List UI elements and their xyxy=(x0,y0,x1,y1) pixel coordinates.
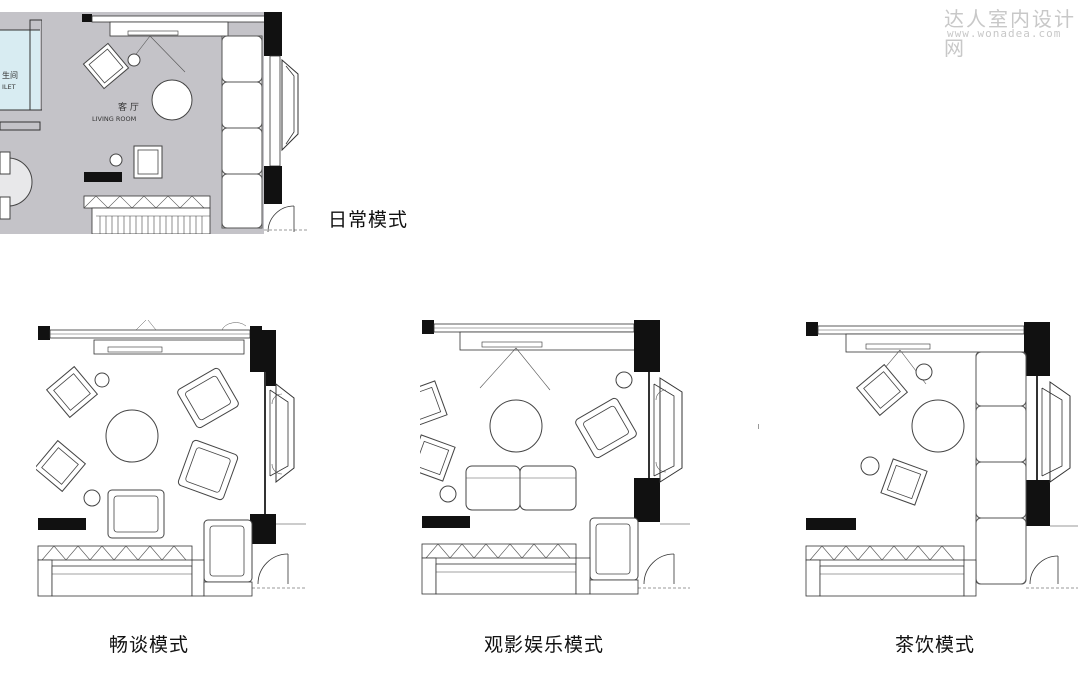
tea-mode-floor-plan xyxy=(805,322,1078,597)
daily-side-label-cn: 生间 xyxy=(2,70,18,80)
chat-mode-caption: 畅谈模式 xyxy=(109,634,190,656)
stray-mark xyxy=(758,424,759,429)
watermark-site-name: 达人室内设计网 xyxy=(944,7,1076,60)
daily-side-label-en: ILET xyxy=(2,83,16,91)
movie-mode-floor-plan xyxy=(420,320,690,595)
movie-mode-caption: 观影娱乐模式 xyxy=(484,634,605,656)
daily-mode-floor-plan: 客 厅 LIVING ROOM 生间 ILET xyxy=(0,12,308,234)
chat-mode-floor-plan xyxy=(36,319,306,597)
tea-mode-caption: 茶饮模式 xyxy=(895,634,976,656)
daily-room-label-en: LIVING ROOM xyxy=(92,115,136,123)
daily-room-label-cn: 客 厅 xyxy=(118,101,139,113)
watermark-url: www.wonadea.com xyxy=(947,27,1062,40)
daily-mode-caption: 日常模式 xyxy=(328,209,409,231)
